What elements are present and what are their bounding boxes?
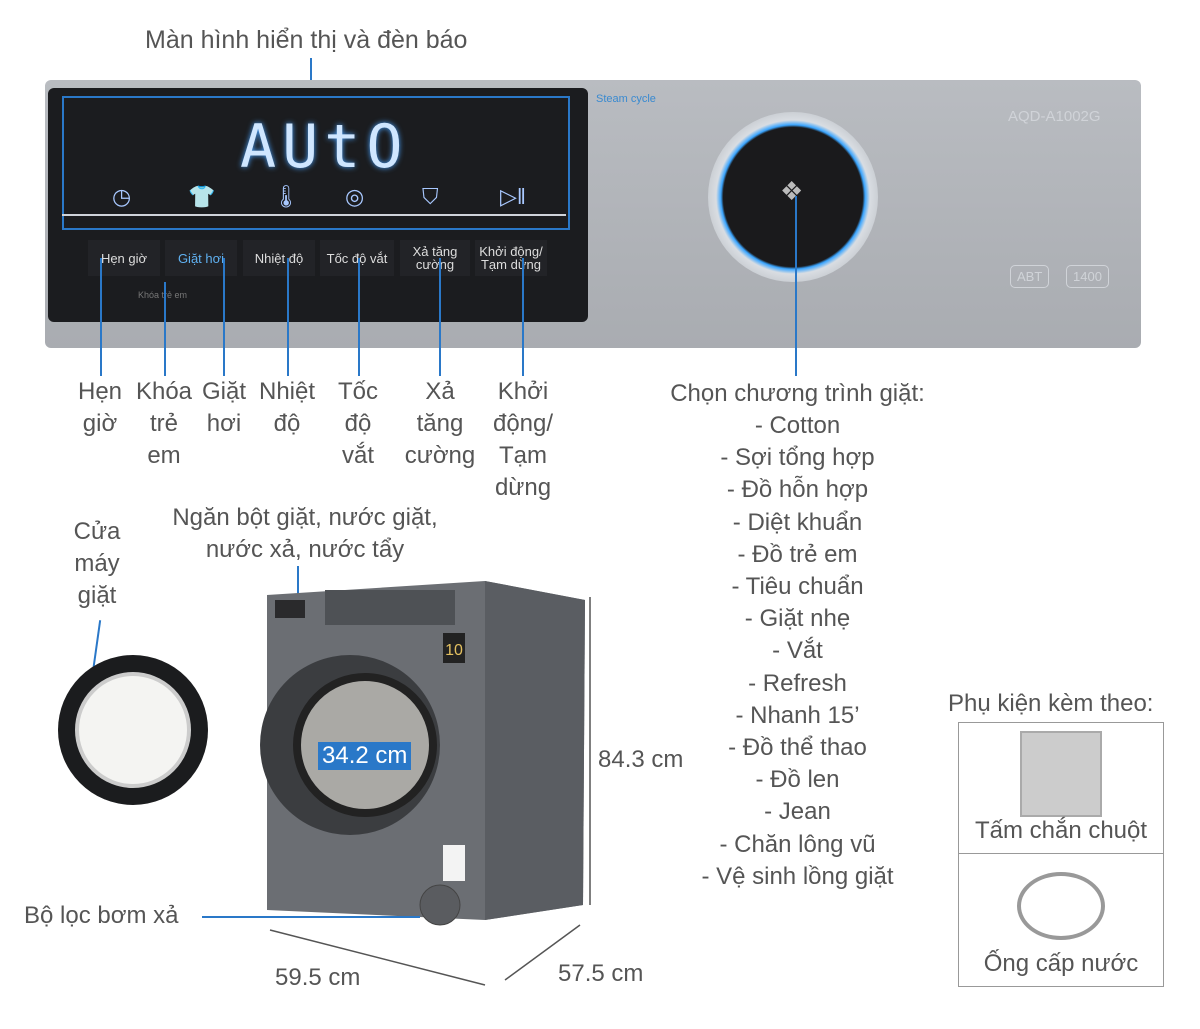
program-item: - Giặt nhẹ [744,605,851,633]
warranty-badge [443,633,465,663]
program-item: - Vệ sinh lồng giặt [701,862,894,890]
dial-logo-icon: ❖ [780,176,804,206]
program-item: - Refresh [748,669,847,697]
accessories-title: Phụ kiện kèm theo: [948,690,1154,717]
rpm-badge: 1400 [1066,265,1109,288]
svg-text:10: 10 [445,642,463,659]
program-item: - Sợi tổng hợp [720,444,875,472]
extra-rinse-button[interactable]: Xả tăng cường [400,240,470,276]
width-label: 59.5 cm [275,964,361,991]
spin-icon: ◎ [345,184,365,209]
steam-shirt-icon: 👕 [188,184,216,209]
program-dial[interactable] [708,112,878,282]
drawer-label: Ngăn bột giặt, nước giặt,nước xả, nước t… [172,504,438,563]
accessory-label: Ống cấp nước [983,950,1139,977]
water-hose-image [1017,872,1105,940]
height-label: 84.3 cm [598,746,684,773]
drum-diameter-label: 34.2 cm [318,742,412,770]
screen-frame [62,96,570,230]
program-item: - Jean [764,798,831,826]
program-item: - Chăn lông vũ [719,830,876,858]
program-item: - Diệt khuẩn [732,508,863,536]
timer-button[interactable]: Hẹn giờ [88,240,160,276]
rinse-icon: ⛉ [422,184,439,209]
depth-label: 57.5 cm [558,960,644,987]
start-pause-button[interactable]: Khởi động/ Tạm dừng [475,240,547,276]
accessory-label: Tấm chắn chuột [974,817,1148,844]
programs-title: Chọn chương trình giặt: [670,380,925,407]
display-panel [48,88,588,322]
steam-button[interactable]: Giặt hơi [165,240,237,276]
program-item: - Nhanh 15’ [735,701,860,729]
program-item: - Tiêu chuẩn [731,573,864,600]
program-item: - Cotton [754,412,841,439]
display-readout: AUtO [240,112,409,182]
accessory-water-hose: Ống cấp nước [958,853,1164,987]
program-item: - Đồ thể thao [728,734,867,761]
accessory-mouse-guard: Tấm chắn chuột [958,722,1164,854]
play-pause-icon: ▷‖ [500,184,527,209]
display-title: Màn hình hiển thị và đèn báo [145,26,468,54]
abt-badge: ABT [1010,265,1050,288]
program-item: - Vắt [772,637,823,665]
program-item: - Đồ trẻ em [737,540,858,568]
washing-machine-illustration: 10 [58,581,591,986]
temperature-icon: 🌡 [272,184,300,209]
program-item: - Đồ len [755,766,840,794]
clock-icon: ◷ [112,184,132,209]
child-lock-hint: Khóa trẻ em [138,290,188,300]
spin-speed-button[interactable]: Tốc độ vắt [320,240,394,276]
filter-label: Bộ lọc bơm xả [24,902,179,929]
steam-cycle-label: Steam cycle [596,93,656,105]
program-item: - Đồ hỗn hợp [726,476,869,504]
model-label: AQD-A1002G [1008,108,1101,125]
mouse-guard-image [1020,731,1102,817]
temperature-button[interactable]: Nhiệt độ [243,240,315,276]
